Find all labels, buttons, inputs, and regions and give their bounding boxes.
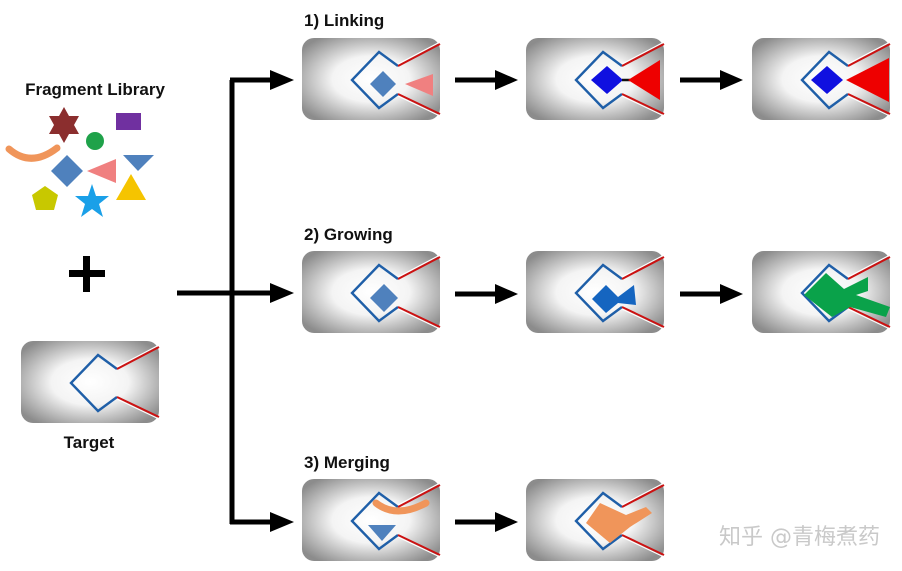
linking-step-1 bbox=[300, 36, 442, 122]
linking-step-2 bbox=[524, 36, 666, 122]
rect-purple-fragment bbox=[116, 113, 141, 130]
triangle-pink-fragment bbox=[87, 159, 116, 183]
fragment-library-label: Fragment Library bbox=[25, 80, 165, 99]
arc-orange-fragment bbox=[5, 144, 61, 162]
growing-step-2 bbox=[524, 249, 666, 335]
plus-icon bbox=[69, 256, 105, 292]
pentagon-yellow-fragment bbox=[32, 186, 58, 210]
merging-label: 3) Merging bbox=[304, 453, 390, 472]
target-label: Target bbox=[64, 433, 115, 452]
growing-arrow-1 bbox=[455, 284, 518, 304]
watermark-text: 知乎 @青梅煮药 bbox=[719, 525, 880, 550]
growing-label: 2) Growing bbox=[304, 225, 393, 244]
growing-step-3 bbox=[750, 249, 892, 335]
linking-arrow-2 bbox=[680, 70, 743, 90]
star6-brown-fragment bbox=[49, 107, 79, 143]
diamond-blue-fragment bbox=[51, 155, 83, 187]
fragment-library bbox=[5, 107, 154, 217]
triangle-blue-down-fragment bbox=[123, 155, 154, 171]
merging-step-1 bbox=[300, 477, 442, 563]
target-pocket bbox=[19, 339, 161, 425]
linking-label: 1) Linking bbox=[304, 11, 384, 30]
star5-cyan-fragment bbox=[75, 184, 109, 217]
branch-connector bbox=[177, 70, 294, 532]
linking-step-3 bbox=[750, 36, 892, 122]
growing-step-1 bbox=[300, 249, 442, 335]
merging-arrow-1 bbox=[455, 512, 518, 532]
linking-arrow-1 bbox=[455, 70, 518, 90]
triangle-yellow-fragment bbox=[116, 174, 146, 200]
merging-step-2 bbox=[524, 477, 666, 563]
circle-green-fragment bbox=[86, 132, 104, 150]
growing-arrow-2 bbox=[680, 284, 743, 304]
